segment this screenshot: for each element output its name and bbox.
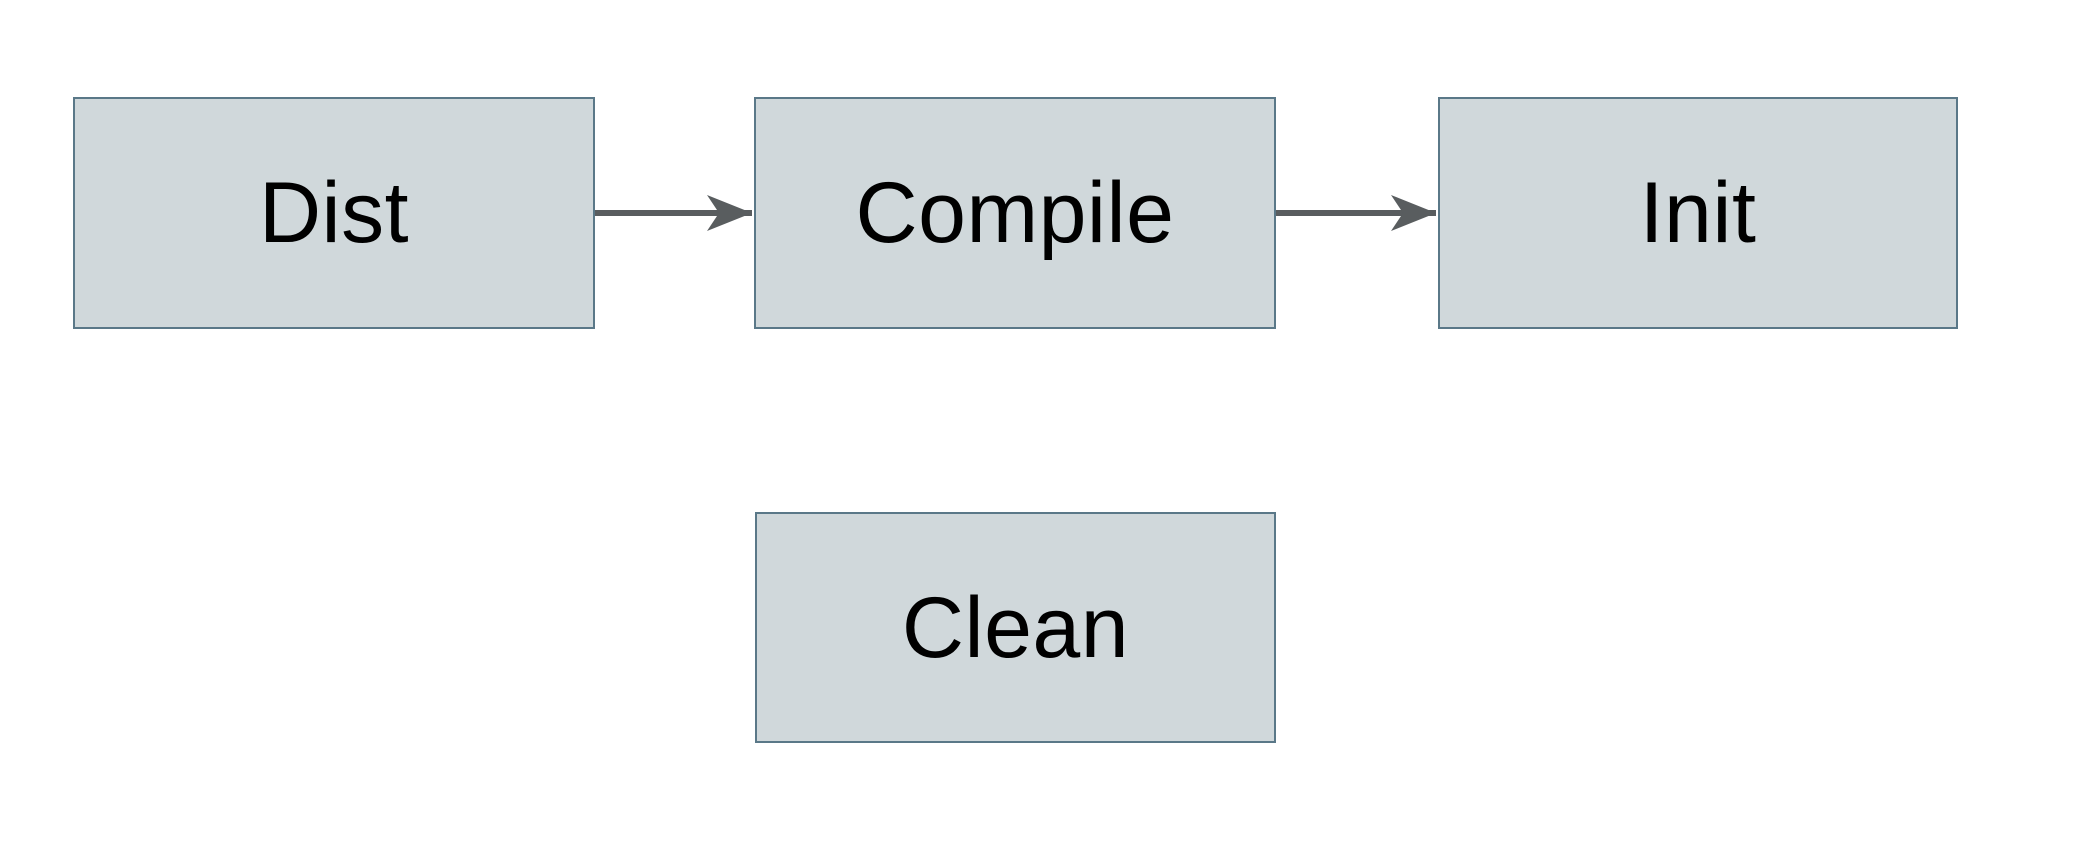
- node-dist-label: Dist: [258, 165, 410, 261]
- node-compile: Compile: [754, 97, 1276, 329]
- node-dist: Dist: [73, 97, 595, 329]
- node-clean: Clean: [755, 512, 1276, 743]
- node-init-label: Init: [1639, 165, 1757, 261]
- node-init: Init: [1438, 97, 1958, 329]
- node-clean-label: Clean: [901, 579, 1130, 676]
- node-compile-label: Compile: [855, 165, 1175, 261]
